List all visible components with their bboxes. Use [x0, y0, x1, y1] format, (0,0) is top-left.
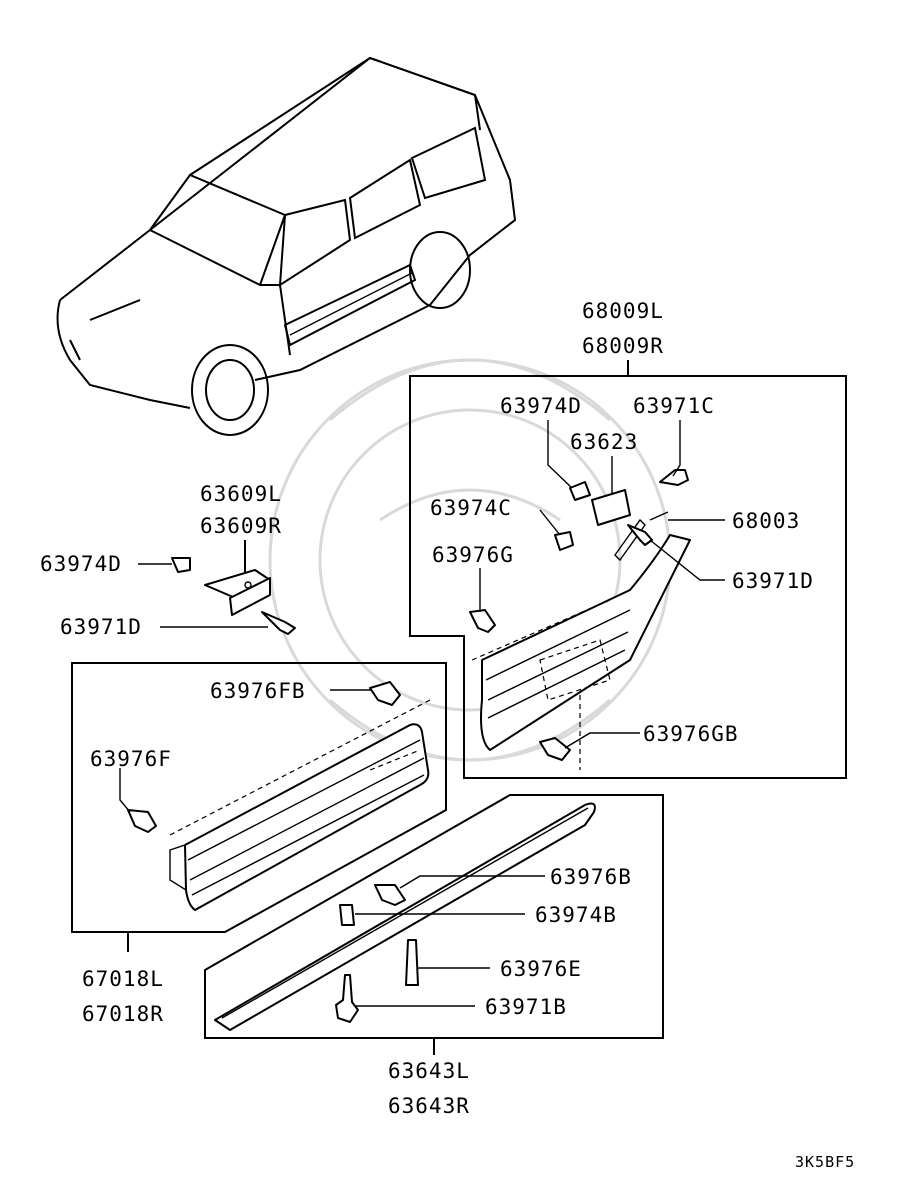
box-63643 [204, 794, 664, 1055]
label-63974D-left: 63974D [40, 552, 122, 576]
clip-63976FB [369, 681, 401, 706]
leader-lines [119, 420, 725, 1007]
screw-63971D-upper [627, 524, 653, 546]
label-63623: 63623 [570, 430, 638, 454]
label-63609L: 63609L [200, 482, 282, 506]
label-67018R: 67018R [82, 1002, 164, 1026]
label-63971C: 63971C [633, 394, 715, 418]
clip-63974D-left [171, 557, 191, 573]
label-63974D-upper: 63974D [500, 394, 582, 418]
label-63643R: 63643R [388, 1094, 470, 1118]
label-68009R: 68009R [582, 334, 664, 358]
screw-63971D-left [261, 611, 296, 635]
clip-63974C [554, 531, 574, 551]
diagram-code: 3K5BF5 [795, 1153, 855, 1171]
label-63976E: 63976E [500, 957, 582, 981]
fastener-icons [127, 469, 689, 1023]
clip-63623 [591, 489, 631, 526]
clip-63974D-upper [569, 481, 591, 501]
clip-63976B [374, 884, 406, 906]
screw-63971C [659, 469, 689, 486]
label-67018L: 67018L [82, 967, 164, 991]
label-63971B: 63971B [485, 995, 567, 1019]
screw-63971B [335, 974, 359, 1023]
vehicle-illustration [56, 56, 517, 436]
box-67018 [71, 662, 447, 952]
label-68009L: 68009L [582, 299, 664, 323]
label-63609R: 63609R [200, 514, 282, 538]
label-63971D-right: 63971D [732, 569, 814, 593]
clip-63976GB [539, 737, 571, 761]
label-63643L: 63643L [388, 1059, 470, 1083]
label-63976G: 63976G [432, 543, 514, 567]
label-63976FB: 63976FB [210, 679, 306, 703]
clip-63976F [127, 809, 157, 833]
label-63976GB: 63976GB [643, 722, 739, 746]
label-63976B: 63976B [550, 865, 632, 889]
label-63974B: 63974B [535, 903, 617, 927]
clip-63974B [339, 904, 355, 926]
box-68009 [409, 360, 847, 779]
label-68003: 68003 [732, 509, 800, 533]
label-63971D-left: 63971D [60, 615, 142, 639]
stud-63976E [405, 939, 419, 986]
rear-molding-68009 [471, 511, 691, 770]
part-labels: 68009L 68009R 63974D 63971C 63623 63974C… [40, 299, 855, 1171]
clip-63976G [469, 609, 496, 633]
sill-molding-63643 [214, 802, 596, 1031]
bracket-63609 [204, 540, 271, 616]
label-63974C: 63974C [430, 496, 512, 520]
label-63976F: 63976F [90, 747, 172, 771]
front-molding-67018 [169, 699, 431, 911]
